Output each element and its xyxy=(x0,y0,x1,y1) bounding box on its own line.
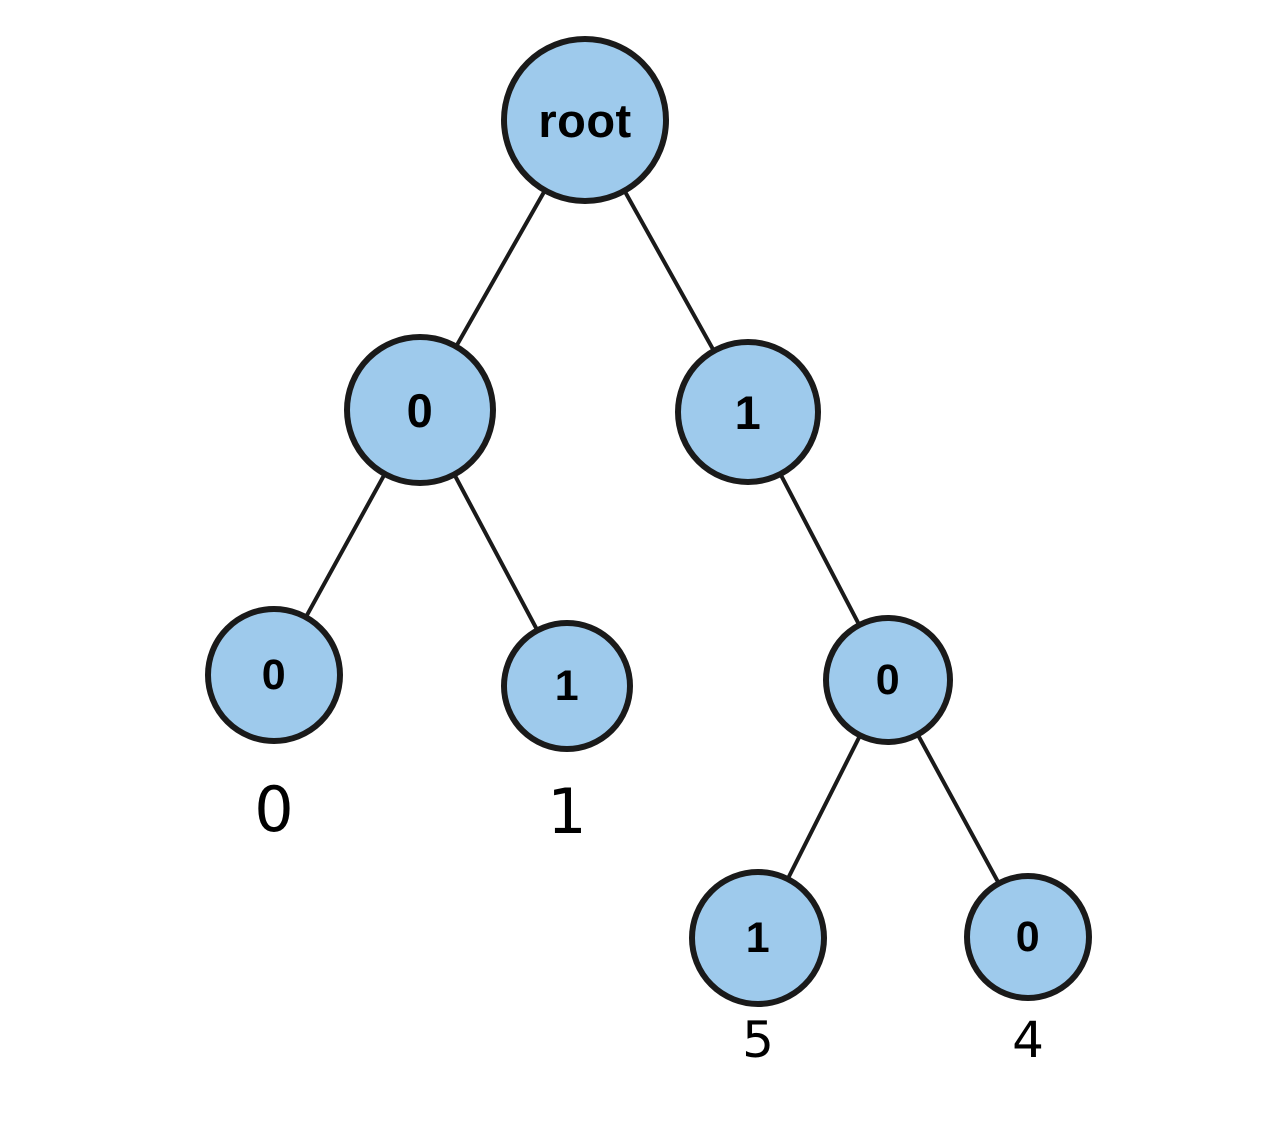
tree-node-n-rrr[interactable]: 0 xyxy=(964,873,1092,1001)
tree-node-n-lr[interactable]: 1 xyxy=(501,620,633,752)
tree-node-label: 1 xyxy=(734,385,762,439)
tree-node-root[interactable]: root xyxy=(501,36,669,204)
tree-node-label: 0 xyxy=(261,650,287,699)
tree-node-label: root xyxy=(538,93,632,147)
leaf-caption-cap-rrl: 5 xyxy=(742,1011,774,1069)
leaf-caption-cap-rrr: 4 xyxy=(1012,1011,1044,1069)
tree-node-n-r[interactable]: 1 xyxy=(675,339,821,485)
tree-node-n-l[interactable]: 0 xyxy=(344,334,496,486)
tree-node-label: 1 xyxy=(745,913,771,962)
leaf-caption-cap-lr: 1 xyxy=(547,775,587,848)
tree-node-n-rr[interactable]: 0 xyxy=(823,615,953,745)
tree-node-label: 0 xyxy=(406,383,434,437)
tree-node-n-rrl[interactable]: 1 xyxy=(689,869,827,1007)
tree-node-label: 0 xyxy=(875,655,901,704)
tree-node-n-ll[interactable]: 0 xyxy=(205,606,343,744)
leaf-caption-cap-ll: 0 xyxy=(254,773,294,846)
tree-node-label: 0 xyxy=(1015,912,1041,961)
tree-node-label: 1 xyxy=(554,661,580,710)
